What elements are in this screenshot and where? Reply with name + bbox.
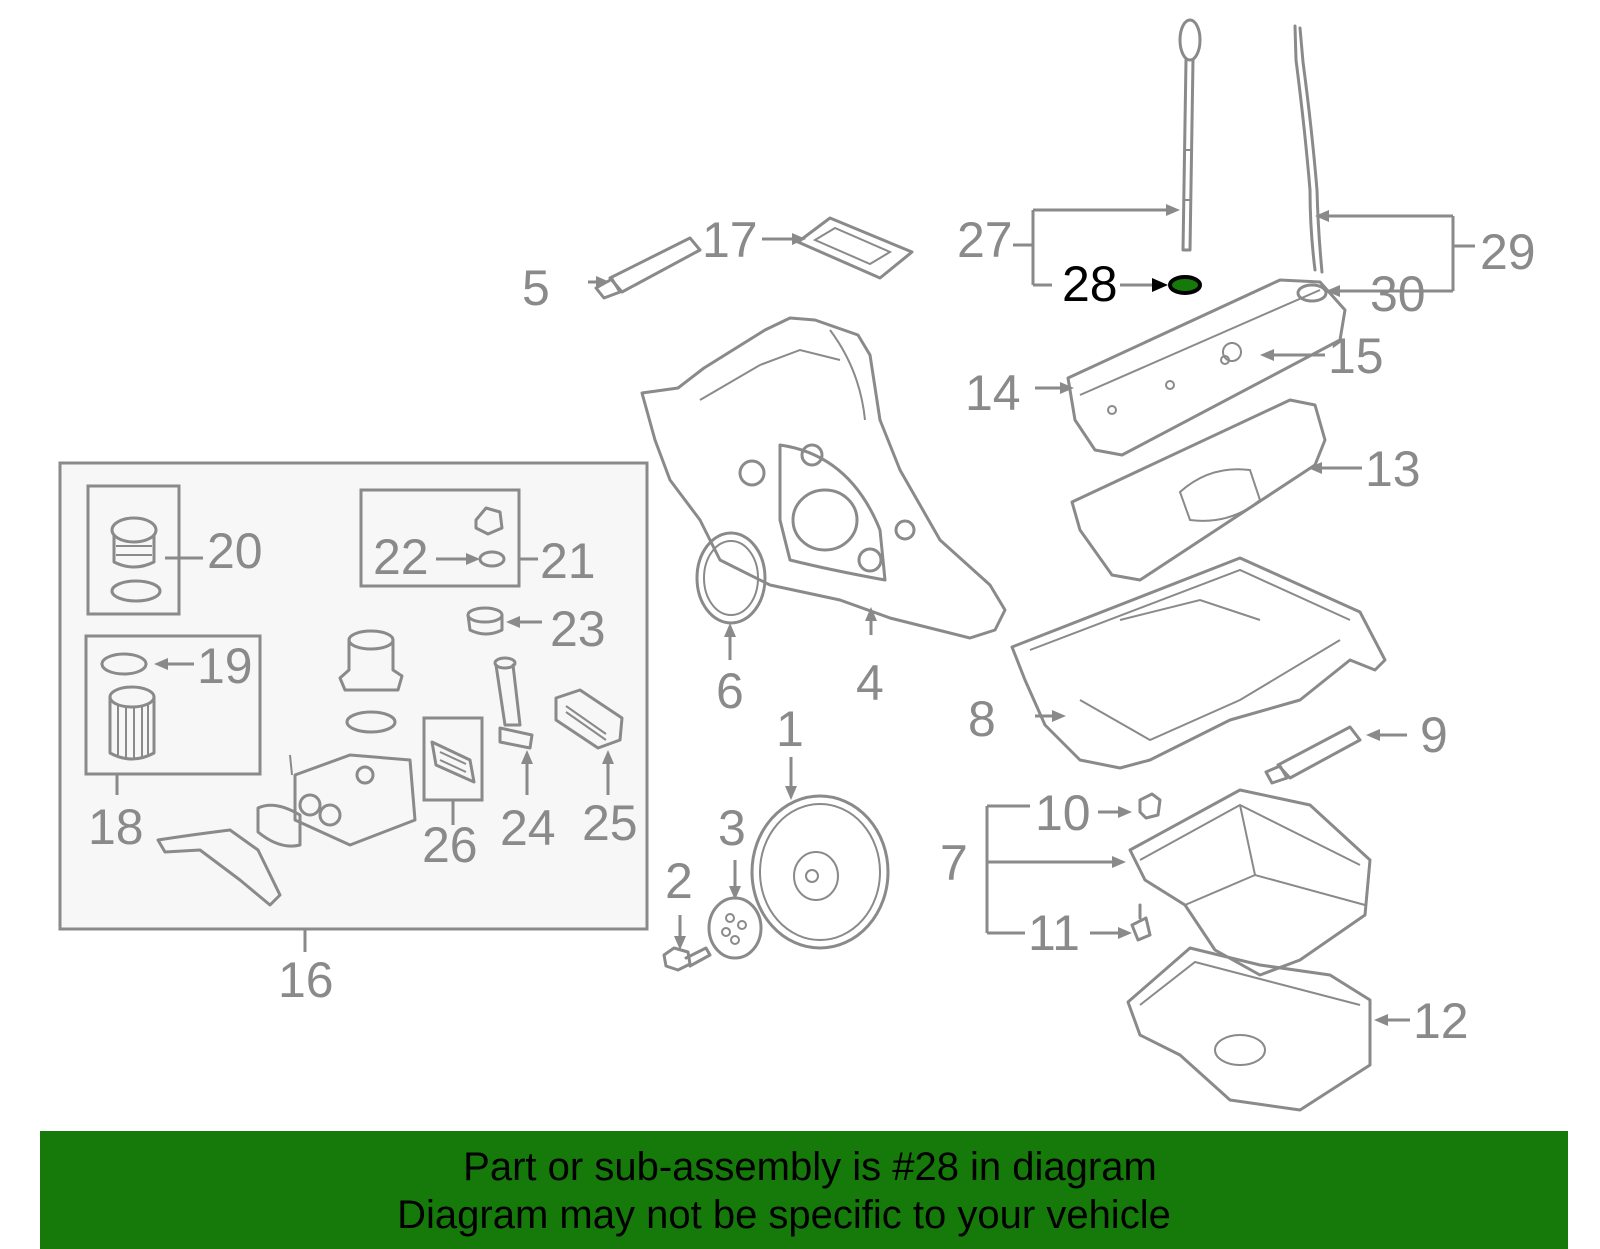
filter-adapter-part: [338, 629, 404, 734]
callout-17[interactable]: 17: [702, 212, 758, 268]
upper-oil-pan-part: [1010, 556, 1387, 770]
callout-4[interactable]: 4: [856, 655, 884, 711]
pipe-part-24: [493, 656, 534, 750]
group-box-18: [84, 634, 262, 776]
dipstick-tube-part-29: [1293, 24, 1328, 303]
bolt-part-2: [662, 946, 712, 972]
dipstick-part-27: [1178, 18, 1202, 252]
callout-20[interactable]: 20: [207, 523, 263, 579]
drive-plate-part: [707, 896, 763, 960]
cooler-part-25: [554, 688, 624, 750]
sealant-tube-part-9: [1264, 725, 1362, 785]
callout-19[interactable]: 19: [197, 638, 253, 694]
flywheel-part: [750, 794, 890, 950]
info-banner: Part or sub-assembly is #28 in diagram D…: [40, 1131, 1568, 1249]
callout-5[interactable]: 5: [522, 260, 550, 316]
oil-pan-part-7: [1128, 788, 1372, 977]
baffle-part-12: [1126, 946, 1372, 1112]
seal-part-28-highlighted: [1168, 275, 1202, 295]
banner-line-part-number: Part or sub-assembly is #28 in diagram: [463, 1145, 1157, 1189]
callout-14[interactable]: 14: [965, 365, 1021, 421]
arrow-heads: [154, 204, 1388, 1026]
filter-element-part: [100, 652, 156, 761]
callout-25[interactable]: 25: [582, 795, 638, 851]
callout-15[interactable]: 15: [1328, 328, 1384, 384]
timing-cover-part: [640, 316, 1007, 640]
callout-27[interactable]: 27: [957, 212, 1013, 268]
callout-24[interactable]: 24: [500, 800, 556, 856]
callout-9[interactable]: 9: [1420, 707, 1448, 763]
subassembly-panel-16: [58, 461, 649, 931]
sealant-tube-part-5: [594, 236, 702, 300]
gasket-part-17: [796, 216, 914, 280]
upper-cover-part-14: [1066, 278, 1347, 457]
callout-12[interactable]: 12: [1413, 993, 1469, 1049]
callout-26[interactable]: 26: [422, 817, 478, 873]
callout-22[interactable]: 22: [373, 529, 429, 585]
callout-18[interactable]: 18: [88, 799, 144, 855]
oil-filter-cap-part: [110, 516, 162, 603]
gasket-part-26: [430, 740, 476, 784]
callout-30[interactable]: 30: [1370, 266, 1426, 322]
arrow-head-28: [1152, 278, 1168, 292]
callout-16[interactable]: 16: [278, 952, 334, 1008]
filter-housing-part: [156, 753, 417, 907]
banner-line-disclaimer: Diagram may not be specific to your vehi…: [397, 1193, 1171, 1237]
plug-part-23: [466, 606, 504, 636]
lower-cover-part-13: [1070, 398, 1327, 582]
group-box-21: [359, 488, 521, 588]
callout-23[interactable]: 23: [550, 601, 606, 657]
callout-8[interactable]: 8: [968, 691, 996, 747]
callout-7[interactable]: 7: [940, 835, 968, 891]
seal-part-6: [695, 531, 767, 625]
callout-29[interactable]: 29: [1480, 224, 1536, 280]
callout-13[interactable]: 13: [1365, 441, 1421, 497]
callout-28-highlighted[interactable]: 28: [1062, 256, 1118, 312]
callout-6[interactable]: 6: [716, 663, 744, 719]
sensor-part-11: [1130, 903, 1152, 942]
drain-plug-part-10: [1138, 792, 1162, 820]
callout-1[interactable]: 1: [776, 701, 804, 757]
callout-21[interactable]: 21: [540, 533, 596, 589]
callout-2[interactable]: 2: [665, 853, 693, 909]
callout-11[interactable]: 11: [1028, 905, 1080, 961]
callout-3[interactable]: 3: [718, 800, 746, 856]
callout-10[interactable]: 10: [1035, 785, 1091, 841]
group-box-20: [86, 484, 181, 616]
